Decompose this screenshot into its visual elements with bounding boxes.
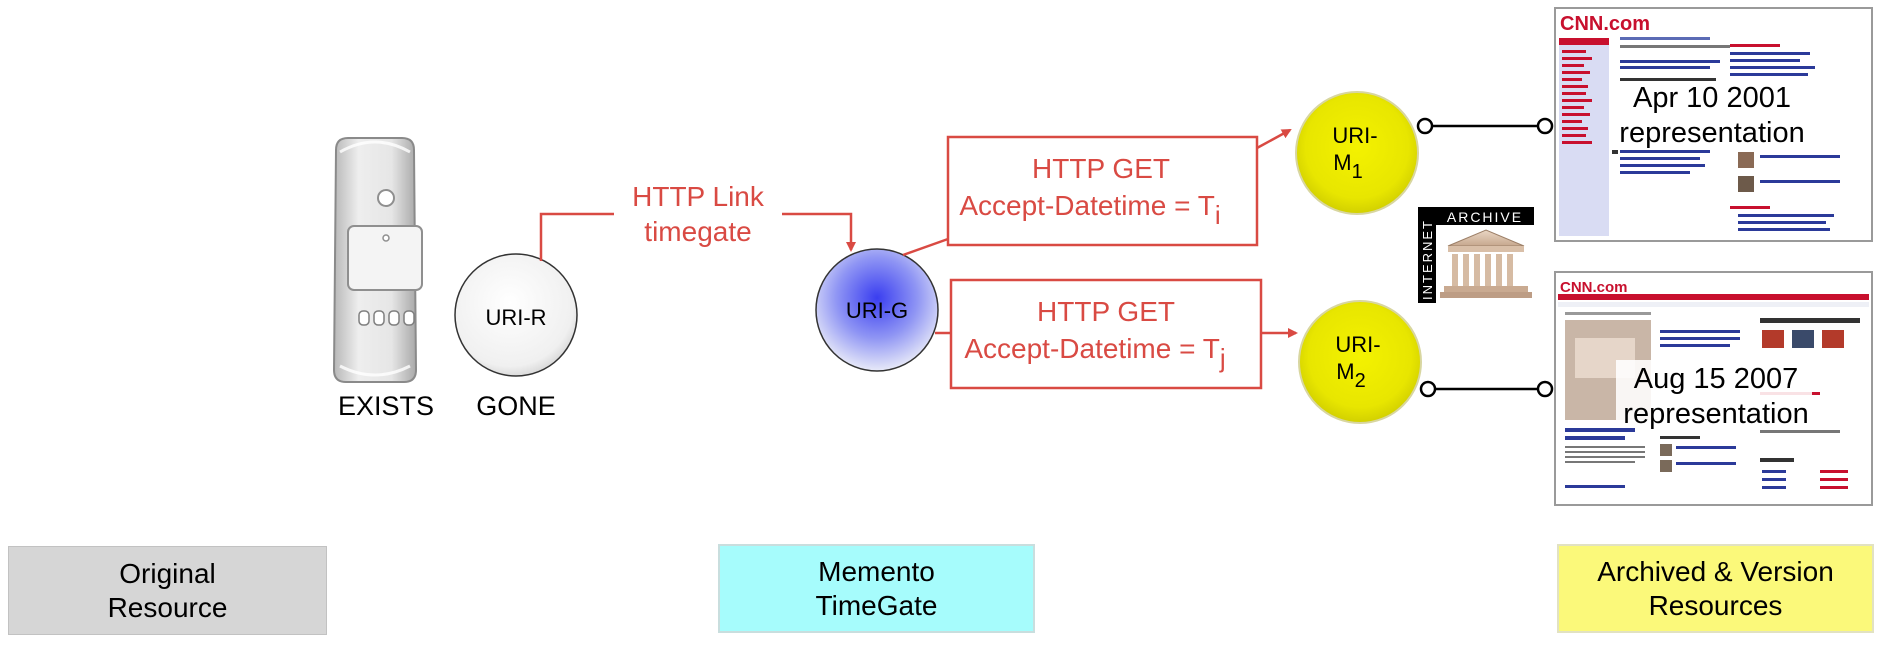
- exists-label: EXISTS: [338, 391, 434, 421]
- request-1-line1: HTTP GET: [1032, 153, 1170, 184]
- memento-2-m: M: [1336, 359, 1354, 384]
- snapshot-1-date: Apr 10 2001: [1633, 82, 1791, 114]
- uri-g-node[interactable]: [815, 248, 939, 372]
- memento-2-node[interactable]: [1298, 300, 1422, 424]
- request-1-subscript: i: [1215, 200, 1221, 230]
- memento-1-subscript: 1: [1352, 161, 1363, 183]
- request-1-box: [946, 135, 1259, 247]
- legend-memento-timegate: Memento TimeGate: [718, 544, 1035, 633]
- uri-r-node[interactable]: [454, 253, 578, 377]
- snapshot-2-date: Aug 15 2007: [1634, 363, 1798, 395]
- link-arrow: [782, 212, 856, 252]
- memento-2-label-bottom: M2: [1336, 359, 1365, 392]
- memento-2-subscript: 2: [1355, 370, 1366, 392]
- snapshot-2-site: CNN.com: [1560, 279, 1628, 296]
- memento-2-label-top: URI-: [1335, 332, 1380, 357]
- request-2-line2: Accept-Datetime = Tj: [964, 333, 1225, 373]
- legend-original-resource: Original Resource: [8, 546, 327, 635]
- snapshot-1: CNN.com: [1554, 7, 1873, 242]
- request-2-datetime: Accept-Datetime = T: [964, 333, 1219, 364]
- request-2-line1: HTTP GET: [1037, 296, 1175, 327]
- memento-2-snapshot-link: [1419, 380, 1554, 398]
- server-icon: [332, 137, 423, 383]
- internet-archive-logo-icon: ARCHIVE INTERNET: [1418, 205, 1534, 305]
- snapshot-2-caption: representation: [1623, 398, 1808, 430]
- webpage-screenshot-icon: [1559, 37, 1840, 236]
- snapshot-1-site: CNN.com: [1560, 13, 1650, 35]
- memento-1-node[interactable]: [1295, 91, 1419, 215]
- memento-1-m: M: [1333, 150, 1351, 175]
- legend-original-line2: Resource: [107, 591, 228, 623]
- archive-word: ARCHIVE: [1447, 209, 1523, 225]
- link-label-line1: HTTP Link: [632, 181, 765, 212]
- memento-1-label-bottom: M1: [1333, 150, 1362, 183]
- link-connector-left: [539, 212, 614, 261]
- request-2-box: [949, 278, 1263, 390]
- legend-archived-line2: Resources: [1648, 589, 1783, 621]
- memento-1-label-top: URI-: [1332, 123, 1377, 148]
- legend-timegate-line2: TimeGate: [815, 589, 938, 621]
- snapshot-2: CNN.com: [1554, 271, 1873, 506]
- link-label-line2: timegate: [644, 216, 751, 247]
- legend-archived-line1: Archived & Version: [1597, 555, 1834, 587]
- uri-g-label: URI-G: [846, 298, 908, 323]
- request-1-datetime: Accept-Datetime = T: [959, 190, 1214, 221]
- uri-r-label: URI-R: [485, 305, 546, 330]
- internet-word: INTERNET: [1420, 219, 1435, 300]
- legend-timegate-line1: Memento: [818, 555, 935, 587]
- memento-1-snapshot-link: [1416, 117, 1554, 135]
- request-2-subscript: j: [1219, 343, 1226, 373]
- legend-archived-resources: Archived & Version Resources: [1557, 544, 1874, 633]
- request-1-connector: [902, 237, 949, 257]
- request-1-line2: Accept-Datetime = Ti: [959, 190, 1220, 230]
- snapshot-1-caption: representation: [1619, 117, 1804, 149]
- request-1-arrow: [1256, 128, 1292, 150]
- gone-label: GONE: [476, 391, 556, 421]
- legend-original-line1: Original: [119, 557, 216, 589]
